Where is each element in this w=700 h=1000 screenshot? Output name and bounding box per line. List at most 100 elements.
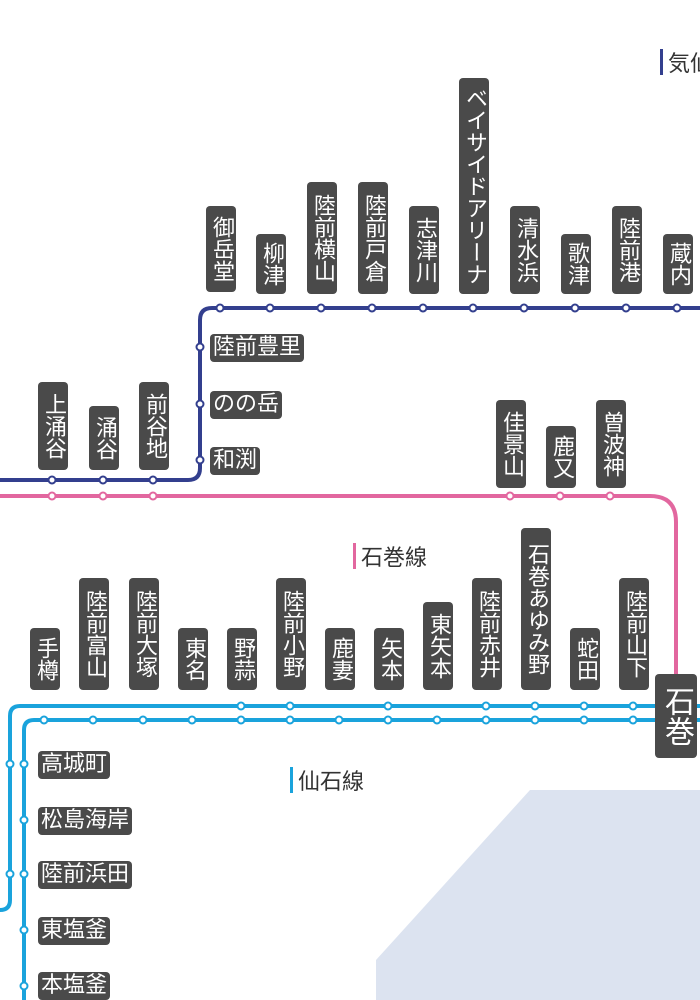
- station-label[interactable]: 陸前横山: [307, 182, 337, 294]
- station-dot: [19, 981, 29, 991]
- station-label[interactable]: 陸前山下: [619, 578, 649, 690]
- station-label[interactable]: 鹿又: [546, 426, 576, 488]
- senseki-dots: [5, 701, 638, 991]
- station-label[interactable]: 和渕: [210, 447, 261, 475]
- senseki-line-inner: [22, 718, 700, 1000]
- station-dot: [88, 715, 98, 725]
- station-label[interactable]: 陸前大塚: [129, 578, 159, 690]
- station-dot: [481, 715, 491, 725]
- station-dot: [195, 399, 205, 409]
- station-dot: [195, 342, 205, 352]
- station-dot: [236, 715, 246, 725]
- station-dot: [628, 715, 638, 725]
- senseki-line-tick: [290, 767, 293, 793]
- station-dot: [285, 715, 295, 725]
- ishinomaki-line-tick: [353, 543, 356, 569]
- station-label[interactable]: 本塩釜: [38, 972, 111, 1000]
- station-label[interactable]: 志津川: [409, 206, 439, 294]
- station-dot: [39, 715, 49, 725]
- station-dot: [316, 303, 326, 313]
- station-dot: [621, 303, 631, 313]
- station-dot: [555, 491, 565, 501]
- station-dot: [138, 715, 148, 725]
- station-dot: [148, 475, 158, 485]
- station-label[interactable]: ベイサイドアリーナ: [459, 78, 489, 294]
- station-label[interactable]: 松島海岸: [38, 807, 133, 835]
- station-dot: [367, 303, 377, 313]
- station-label[interactable]: 涌谷: [89, 406, 119, 470]
- station-dot: [19, 759, 29, 769]
- station-dot: [98, 491, 108, 501]
- station-dot: [19, 925, 29, 935]
- station-dot: [334, 715, 344, 725]
- station-dot: [672, 303, 682, 313]
- station-label[interactable]: 上涌谷: [38, 382, 68, 470]
- station-label[interactable]: 陸前戸倉: [358, 182, 388, 294]
- kesennuma-dots: [47, 303, 682, 485]
- station-label[interactable]: 清水浜: [510, 206, 540, 294]
- station-label[interactable]: 東名: [178, 628, 208, 690]
- senseki-line-label: 仙石線: [290, 764, 364, 796]
- kesennuma-line-tick: [660, 49, 663, 75]
- station-dot: [236, 701, 246, 711]
- station-dot: [195, 455, 205, 465]
- station-dot: [570, 303, 580, 313]
- station-dot: [628, 701, 638, 711]
- station-label[interactable]: 蔵内: [663, 234, 693, 294]
- station-label[interactable]: 手樽: [30, 628, 60, 690]
- ishinomaki-line-label: 石巻線: [353, 540, 427, 572]
- ishinomaki-line-name: 石巻線: [361, 546, 428, 571]
- station-label[interactable]: 東矢本: [423, 602, 453, 690]
- senseki-line-name: 仙石線: [298, 770, 365, 795]
- ishinomaki-dots: [47, 491, 615, 501]
- station-dot: [215, 303, 225, 313]
- station-dot: [530, 715, 540, 725]
- station-label[interactable]: 前谷地: [139, 382, 169, 470]
- station-label[interactable]: 野蒜: [227, 628, 257, 690]
- station-label[interactable]: 鹿妻: [325, 628, 355, 690]
- station-dot: [432, 715, 442, 725]
- station-dot: [285, 701, 295, 711]
- kesennuma-line-label: 気仙: [660, 46, 700, 78]
- station-dot: [383, 701, 393, 711]
- station-label[interactable]: 柳津: [256, 234, 286, 294]
- station-dot: [468, 303, 478, 313]
- kesennuma-line-name: 気仙: [668, 52, 700, 77]
- station-label[interactable]: 陸前浜田: [38, 861, 133, 889]
- station-label[interactable]: 陸前港: [612, 206, 642, 294]
- station-label[interactable]: 高城町: [38, 751, 111, 779]
- ishinomaki-line: [0, 494, 678, 720]
- station-label[interactable]: 陸前豊里: [210, 334, 305, 362]
- station-label[interactable]: 御岳堂: [206, 206, 236, 292]
- station-dot: [187, 715, 197, 725]
- station-label[interactable]: 陸前赤井: [472, 578, 502, 690]
- station-label[interactable]: 矢本: [374, 628, 404, 690]
- station-dot: [579, 715, 589, 725]
- station-dot: [19, 815, 29, 825]
- station-label[interactable]: 石巻あゆみ野: [521, 528, 551, 690]
- station-dot: [383, 715, 393, 725]
- station-label[interactable]: 歌津: [561, 234, 591, 294]
- station-dot: [19, 869, 29, 879]
- station-label[interactable]: 蛇田: [570, 628, 600, 690]
- terminal-station-label[interactable]: 石巻: [655, 674, 697, 758]
- station-dot: [5, 869, 15, 879]
- station-label[interactable]: 佳景山: [496, 400, 526, 488]
- station-label[interactable]: 東塩釜: [38, 917, 111, 945]
- station-dot: [265, 303, 275, 313]
- station-dot: [418, 303, 428, 313]
- station-label[interactable]: のの岳: [210, 391, 283, 419]
- station-dot: [148, 491, 158, 501]
- station-label[interactable]: 陸前小野: [276, 578, 306, 690]
- senseki-line-outer: [0, 704, 700, 912]
- station-dot: [519, 303, 529, 313]
- station-dot: [5, 759, 15, 769]
- station-label[interactable]: 陸前富山: [79, 578, 109, 690]
- station-dot: [481, 701, 491, 711]
- station-dot: [530, 701, 540, 711]
- station-label[interactable]: 曽波神: [596, 400, 626, 488]
- water-area: [376, 790, 700, 1000]
- station-dot: [47, 475, 57, 485]
- station-dot: [579, 701, 589, 711]
